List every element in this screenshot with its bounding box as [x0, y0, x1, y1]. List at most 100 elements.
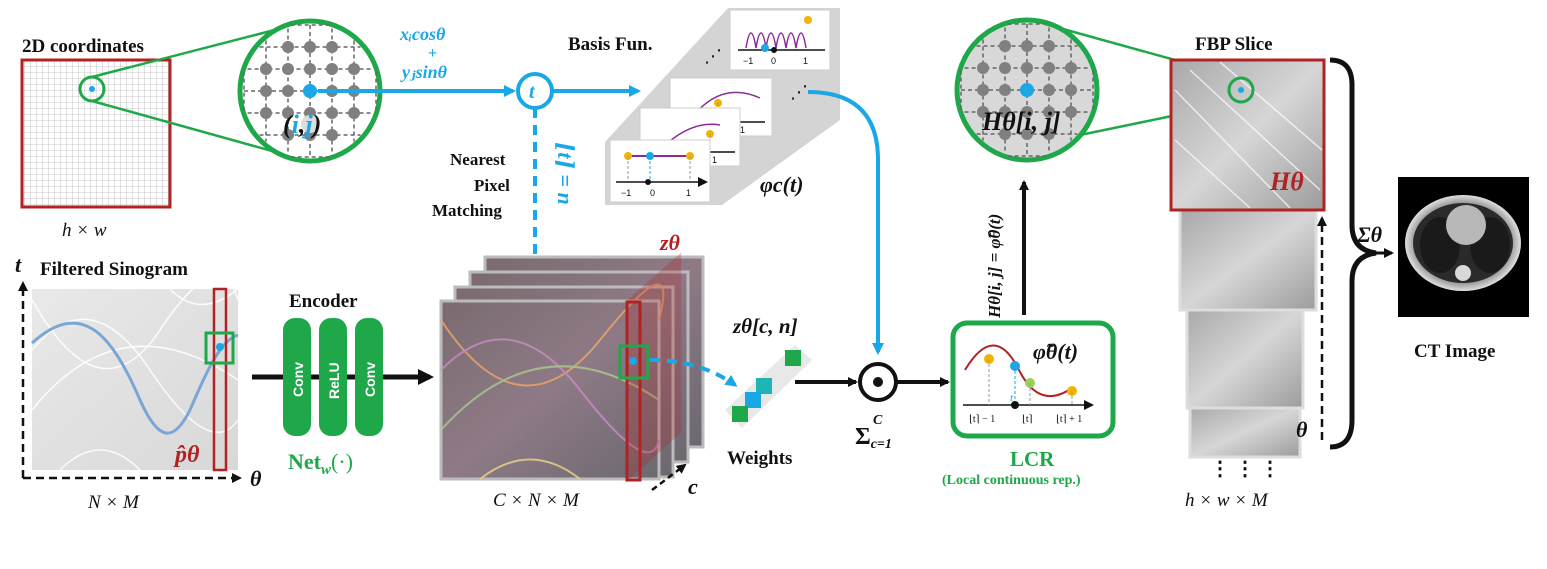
- t-node-label: t: [529, 81, 536, 103]
- sum-sigma: Σ: [855, 424, 871, 450]
- lattice-node: [1021, 62, 1033, 74]
- feature-slab: [625, 300, 642, 482]
- lattice-node: [1043, 40, 1055, 52]
- ct-image: [1398, 177, 1529, 317]
- svg-text:(i,j): (i,j): [283, 110, 321, 139]
- net-arg: (·): [331, 449, 353, 474]
- sino-image: [32, 289, 238, 470]
- h-eq: Hθ[i, j] = φ̃θ(t): [985, 214, 1004, 319]
- feat-c: c: [688, 474, 698, 499]
- basis-back-tick-b: 0: [771, 56, 776, 66]
- enc-conv1-block: [283, 318, 311, 436]
- lattice-node: [1065, 106, 1077, 118]
- sino-zoom-box: [204, 331, 235, 365]
- sino-t-label: t: [15, 252, 22, 277]
- sum-theta: Σθ: [1356, 222, 1383, 247]
- ij-i: i: [292, 110, 300, 139]
- lattice-node: [282, 85, 294, 97]
- zoom-line-bottom: [91, 99, 291, 158]
- coords-title: 2D coordinates: [22, 36, 144, 57]
- enc-conv2: Conv: [362, 362, 378, 397]
- fbp-point: [1238, 87, 1244, 93]
- lattice-node: [977, 84, 989, 96]
- lattice-node: [1065, 84, 1077, 96]
- lattice-node: [304, 63, 316, 75]
- svg-text:Netw(·): Netw(·): [288, 449, 353, 478]
- lcr-plot: [963, 344, 1094, 410]
- lattice-node: [999, 84, 1011, 96]
- fbp-dim: h × w × M: [1185, 490, 1269, 511]
- lattice-node: [1021, 128, 1033, 140]
- lattice-node: [326, 41, 338, 53]
- fbp-zoom-marker: [1227, 76, 1255, 104]
- sino-dim: N × M: [87, 492, 140, 513]
- fbp-theta: θ: [1296, 417, 1308, 442]
- nearest-3: Matching: [432, 201, 502, 220]
- weights-label: Weights: [727, 448, 792, 469]
- net-sub: w: [321, 462, 332, 478]
- lattice-node: [260, 85, 272, 97]
- nearest-1: Nearest: [450, 150, 506, 169]
- sino-p: p̂θ: [173, 442, 200, 468]
- basis-front-tick-a: −1: [621, 188, 631, 198]
- enc-relu-block: [319, 318, 347, 436]
- basis-card-back: −1 0 1: [729, 9, 831, 71]
- fbp-stack: [1178, 208, 1318, 459]
- lattice-node: [304, 41, 316, 53]
- coords-dim: h × w: [62, 220, 107, 241]
- coords-grid: [20, 58, 172, 209]
- basis-card-front: −1 0 1: [609, 139, 711, 203]
- proj-line2: yⱼsinθ: [400, 62, 448, 82]
- lattice-node: [260, 107, 272, 119]
- lattice-node: [1065, 62, 1077, 74]
- fbp-H: Hθ: [1269, 167, 1304, 196]
- coords-point: [89, 86, 95, 92]
- nearest-2: Pixel: [474, 176, 510, 195]
- basis-front-tick-b: 0: [650, 188, 655, 198]
- t-node: [516, 72, 554, 110]
- lcr-title: LCR: [1010, 447, 1055, 471]
- sum-sup: C: [873, 413, 883, 428]
- lcr-tick2: ⌊t⌉: [1022, 414, 1033, 425]
- enc-conv1: Conv: [290, 362, 306, 397]
- lattice-node: [1043, 62, 1055, 74]
- basis-to-sum-arrow: [807, 90, 884, 355]
- sum-brace: [1329, 57, 1377, 450]
- feature-stack: [439, 255, 705, 481]
- lcr-tick3: ⌊t⌉ + 1: [1056, 414, 1082, 425]
- basis-back-tick-a: −1: [743, 56, 753, 66]
- lattice-node: [1043, 128, 1055, 140]
- lattice-node: [999, 62, 1011, 74]
- lattice-node: [348, 107, 360, 119]
- svg-text:Σc=1: Σc=1: [855, 424, 892, 452]
- basis-card2-tick: 1: [712, 155, 717, 165]
- feature-curves: [440, 283, 665, 480]
- lcr-phi: φ̃θ(t): [1033, 339, 1078, 364]
- basis-ellipsis-1: ⋰: [704, 46, 722, 66]
- zoom-line-top: [91, 24, 291, 79]
- lattice-node: [348, 63, 360, 75]
- ij-comma: ,: [298, 110, 306, 139]
- basis-ellipsis-2: ⋰: [790, 82, 808, 102]
- enc-relu: ReLU: [326, 362, 342, 399]
- h-zoom-circle: [954, 17, 1100, 163]
- sino-blue-curve: [30, 321, 239, 435]
- sino-point: [216, 343, 224, 351]
- basis-title: Basis Fun.: [568, 34, 652, 55]
- lattice-node: [282, 63, 294, 75]
- feat-z: zθ: [659, 230, 681, 255]
- lcr-sub: (Local continuous rep.): [942, 473, 1081, 488]
- fbp-streaks: [1174, 61, 1323, 209]
- h-center-node: [1020, 83, 1034, 97]
- basis-card3-tick: 1: [740, 125, 745, 135]
- h-zoom-label: Hθ[i, j]: [981, 107, 1060, 136]
- proj-plus: +: [428, 45, 437, 62]
- lcr-tick1: ⌊t⌉ − 1: [969, 414, 995, 425]
- fbp-dots: ⋮ ⋮ ⋮: [1210, 458, 1280, 480]
- feat-c-axis: [651, 463, 687, 491]
- net-label: Net: [288, 449, 322, 474]
- lattice-node: [977, 62, 989, 74]
- lattice-node: [260, 63, 272, 75]
- feat-dim: C × N × M: [493, 490, 580, 511]
